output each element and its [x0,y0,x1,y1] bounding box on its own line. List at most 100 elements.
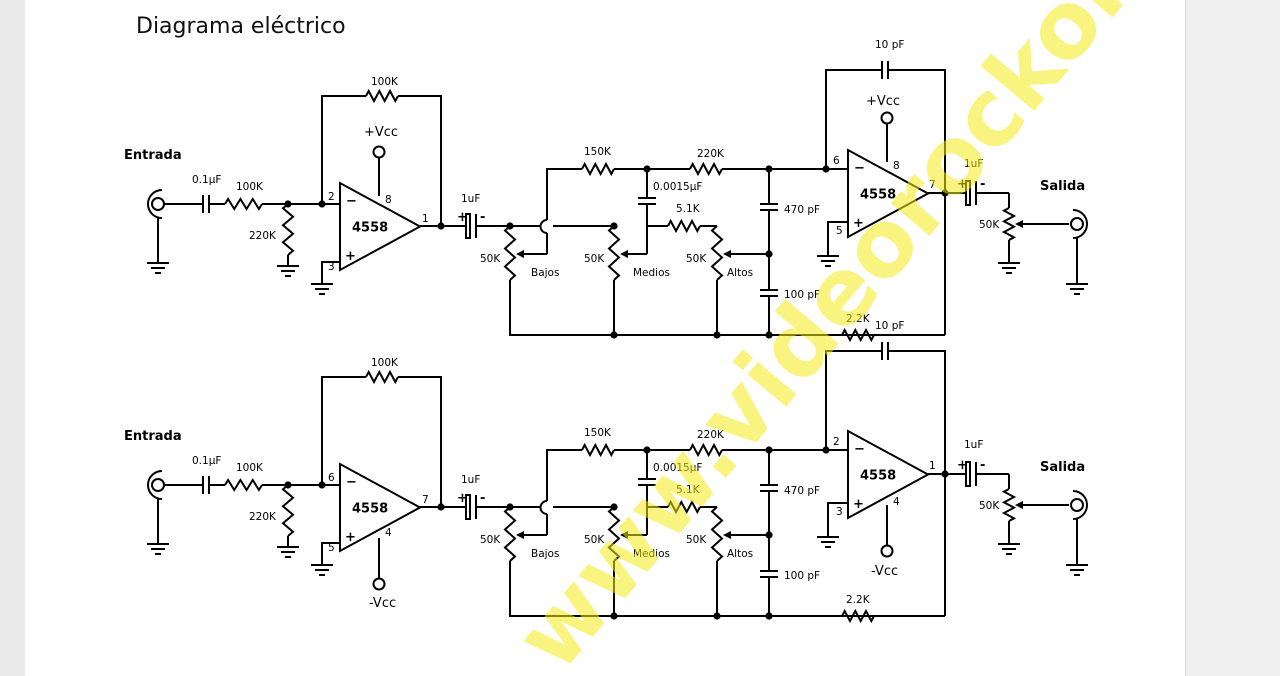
pin-number: 5 [328,542,335,554]
pin-number: 3 [836,506,843,518]
capacitor-value: 0.0015μF [653,462,702,474]
pin-number: 4 [893,496,900,508]
resistor-value: 5.1K [676,203,701,215]
jack-shell [147,189,163,219]
jack-pin [1070,498,1084,512]
jack-shell [1072,209,1088,239]
capacitor-value: 1uF [964,439,983,451]
resistor-value: 220K [249,511,277,523]
resistor-value: 2.2K [846,313,871,325]
pot-value: 50K [480,534,501,546]
resistor-value: 2.2K [846,594,871,606]
plus-sign: + [345,530,356,545]
potentiometer [607,506,621,562]
plus-sign: + [957,458,968,473]
wiper-arrow [516,250,524,258]
wire [398,376,442,507]
capacitor-value: 100 pF [784,289,820,301]
wiper-arrow [620,531,628,539]
capacitor-value: 10 pF [875,39,904,51]
resistor-value: 100K [371,76,399,88]
wire [398,95,442,226]
junction-dot [765,331,773,339]
potentiometer [710,225,724,281]
pot-value: 50K [686,534,707,546]
junction-dot [610,331,618,339]
minus-sign: − [346,475,357,490]
resistor [224,478,263,492]
junction-dot [713,612,721,620]
wire [827,502,848,536]
wire [891,69,946,193]
wire [321,542,340,564]
electrolytic-plate [965,461,971,487]
pin-number: 2 [833,436,840,448]
pot-value: 50K [584,253,605,265]
resistor [667,218,701,234]
supply-terminal [880,544,894,558]
circuit-1: Entrada0.1μF100K220K−+4558231+Vcc8100K+-… [124,39,1088,343]
supply-label: +Vcc [866,94,900,109]
pin-number: 4 [385,527,392,539]
jack-shell [1072,490,1088,520]
wiper-arrow [516,531,524,539]
capacitor-value: 470 pF [784,204,820,216]
pot-label: Altos [727,267,753,279]
potentiometer [1001,207,1017,241]
plus-sign: + [345,249,356,264]
capacitor-value: 470 pF [784,485,820,497]
wire [509,561,945,617]
resistor [224,197,263,211]
capacitor-value: 100 pF [784,570,820,582]
capacitor-value: 1uF [461,474,480,486]
wire [321,261,340,283]
resistor [689,442,723,458]
resistor [841,608,875,624]
pot-value: 50K [480,253,501,265]
minus-sign: − [854,442,865,457]
pin-number: 7 [422,494,429,506]
junction-dot [713,331,721,339]
resistor [581,161,615,177]
pot-label: Medios [633,548,670,560]
jack-pin [151,478,165,492]
supply-terminal [372,145,386,159]
pot-value: 50K [979,219,1000,231]
capacitor-value: 1uF [461,193,480,205]
wiper-arrow [723,531,731,539]
output-label: Salida [1040,179,1085,194]
input-label: Entrada [124,429,182,444]
wiper-arrow [1015,501,1023,509]
plus-sign: + [957,177,968,192]
pot-label: Bajos [531,548,559,560]
resistor [689,161,723,177]
capacitor-value: 0.1μF [192,455,221,467]
op-amp-label: 4558 [352,221,388,236]
plus-sign: + [853,497,864,512]
pin-number: 6 [328,472,335,484]
pot-label: Bajos [531,267,559,279]
resistor [281,484,295,537]
pot-label: Altos [727,548,753,560]
resistor [365,88,399,104]
pot-value: 50K [686,253,707,265]
resistor-value: 100K [371,357,399,369]
minus-sign: − [346,194,357,209]
wiper-arrow [620,250,628,258]
op-amp [339,181,423,272]
supply-label: +Vcc [364,125,398,140]
pin-number: 1 [422,213,429,225]
potentiometer [607,225,621,281]
output-label: Salida [1040,460,1085,475]
capacitor-value: 0.1μF [192,174,221,186]
resistor [365,369,399,385]
pin-number: 3 [328,261,335,273]
pot-label: Medios [633,267,670,279]
wire [546,449,582,501]
jack-pin [151,197,165,211]
pin-number: 1 [929,460,936,472]
resistor [581,442,615,458]
wire [825,69,879,169]
wire-crossover [539,500,548,515]
